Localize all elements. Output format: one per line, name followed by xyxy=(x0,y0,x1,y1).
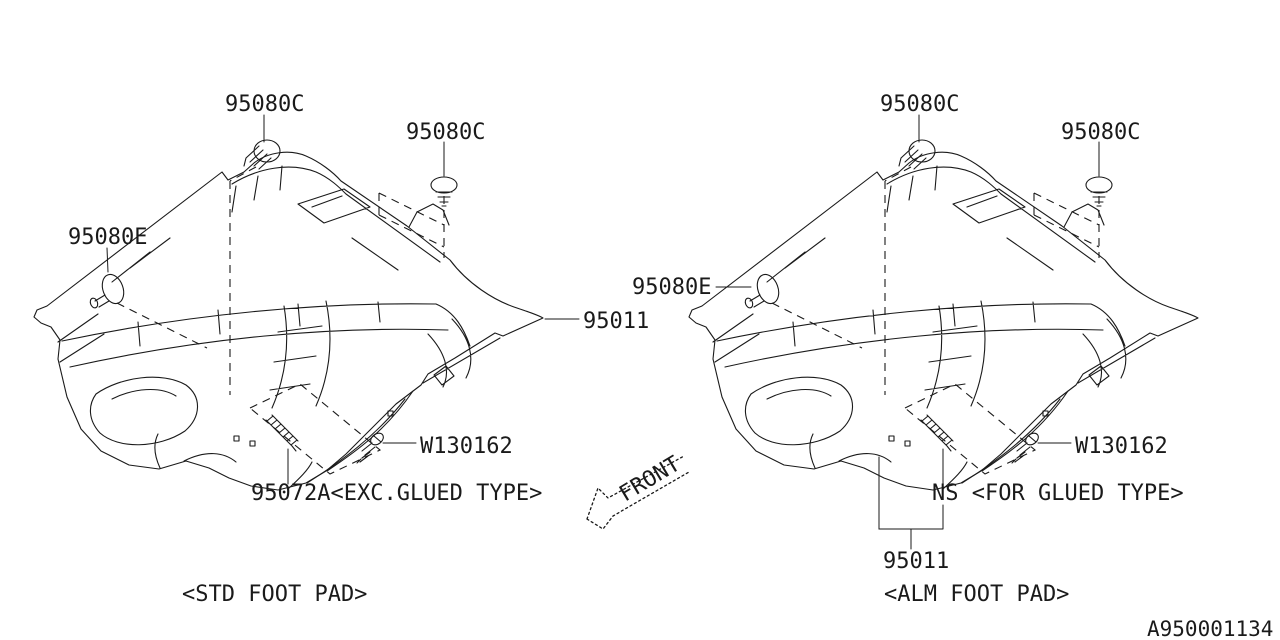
part-label-95072a-left: 95072A<EXC.GLUED TYPE> xyxy=(251,481,542,506)
part-label-ns-right: NS <FOR GLUED TYPE> xyxy=(932,481,1184,506)
part-label-95080c-right-b: 95080C xyxy=(1061,120,1140,145)
front-label: FRONT xyxy=(615,452,685,508)
part-label-w130162-right: W130162 xyxy=(1075,434,1168,459)
diagram-id: A950001134 xyxy=(1147,617,1273,640)
front-arrow-outline xyxy=(586,455,690,530)
front-arrow: FRONT xyxy=(586,452,690,530)
right-leader-lines xyxy=(715,286,944,550)
part-label-95080c-left-a: 95080C xyxy=(225,92,304,117)
part-label-95011-right: 95011 xyxy=(883,549,949,574)
diagram-caption-std: <STD FOOT PAD> xyxy=(182,582,367,607)
left-leader-lines xyxy=(106,247,580,320)
part-label-95080c-left-b: 95080C xyxy=(406,120,485,145)
part-label-w130162-left: W130162 xyxy=(420,434,513,459)
part-label-95011-left: 95011 xyxy=(583,309,649,334)
part-label-95080e-left: 95080E xyxy=(68,225,147,250)
part-label-95080c-right-a: 95080C xyxy=(880,92,959,117)
part-label-95080e-right: 95080E xyxy=(632,275,711,300)
diagram-caption-alm: <ALM FOOT PAD> xyxy=(884,582,1069,607)
